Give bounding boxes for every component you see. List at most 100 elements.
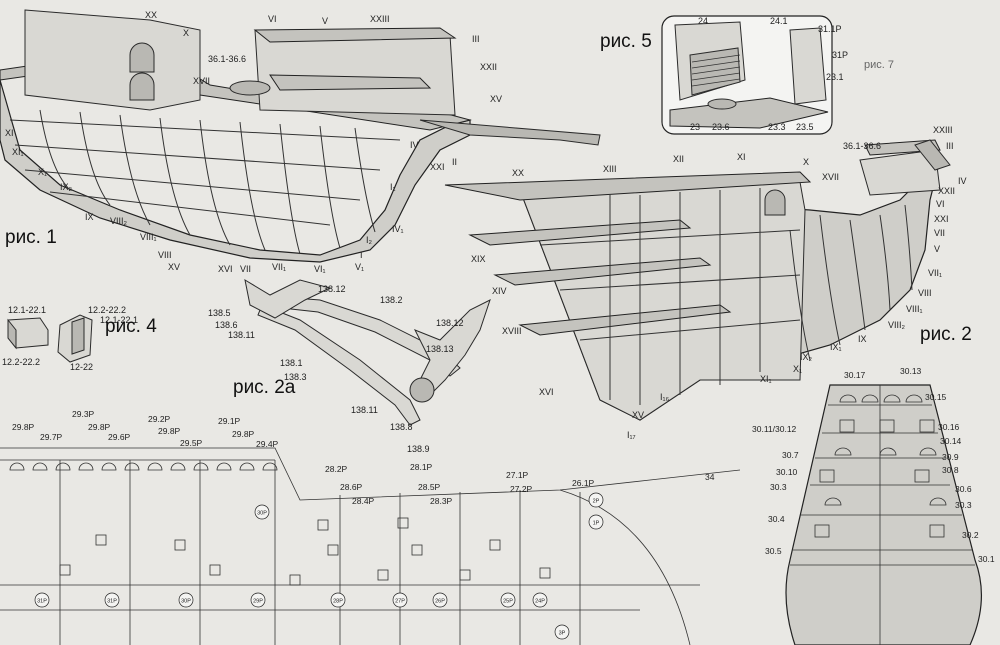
plan-label: 28.6P bbox=[340, 482, 363, 492]
plan-marker-label: 31P bbox=[107, 599, 117, 605]
fig2a-label: 138.6 bbox=[215, 320, 238, 330]
fig4-part-b-face bbox=[71, 317, 85, 355]
fig2a-label: 138.11 bbox=[351, 405, 378, 415]
fig2-hull-ribs bbox=[789, 204, 913, 361]
fig1-label: I bbox=[360, 250, 363, 260]
fig5-label: 23.3 bbox=[768, 122, 786, 132]
fig2-label: X₁ bbox=[793, 364, 802, 374]
fig2a-stem-part bbox=[244, 278, 491, 426]
fig1-label: IX₂ bbox=[60, 182, 73, 192]
fig1-label: X₁ bbox=[38, 167, 47, 177]
fig1-label: XI₁ bbox=[12, 147, 24, 157]
plan-marker-circle bbox=[500, 592, 516, 608]
fig2-label: X bbox=[803, 157, 809, 167]
fig2a-label: 138.11 bbox=[228, 330, 255, 340]
fig4-label: 12.1-22.1 bbox=[8, 305, 46, 315]
stern-label: 30.17 bbox=[844, 370, 866, 380]
stern-label: 30.5 bbox=[765, 546, 782, 556]
plan-marker-label: 25P bbox=[503, 599, 513, 605]
fig2-title: рис. 2 bbox=[920, 324, 972, 345]
fig2-stern-frame bbox=[519, 181, 806, 421]
fig4-label: 12.1-22.1 bbox=[100, 315, 138, 325]
plan-marker-label: 28P bbox=[333, 599, 343, 605]
fig2-label: VIII bbox=[918, 288, 932, 298]
fig1-label: III bbox=[472, 34, 480, 44]
stern-label: 30.6 bbox=[955, 484, 972, 494]
plan-marker-label: 2P bbox=[593, 499, 600, 505]
plan-port-arch bbox=[9, 462, 25, 471]
plan-marker-circle bbox=[250, 592, 266, 608]
fig2-label: IX₁ bbox=[830, 342, 842, 352]
fig2-label: XVIII bbox=[502, 326, 522, 336]
fig5-title: рис. 5 bbox=[600, 31, 652, 52]
fig1-stern-castle bbox=[24, 9, 201, 111]
plan-label: 29.1P bbox=[218, 416, 241, 426]
plan-port-square bbox=[411, 544, 423, 556]
plan-label: 29.8P bbox=[88, 422, 111, 432]
fig2-label: XIX bbox=[471, 254, 486, 264]
fig2a-label: 138.2 bbox=[380, 295, 403, 305]
plan-marker-circle bbox=[554, 624, 570, 640]
fig5-grating bbox=[689, 47, 741, 96]
plan-verticals bbox=[59, 460, 581, 645]
fig2-label: VIII₁ bbox=[906, 304, 923, 314]
fig2a-label: 138.5 bbox=[208, 308, 231, 318]
stern-ornament bbox=[834, 447, 852, 456]
fig2a-label: 138.12 bbox=[318, 284, 346, 294]
fig1-label: XV bbox=[168, 262, 180, 272]
plan-label: 28.2P bbox=[325, 464, 348, 474]
fig5-side-post bbox=[789, 27, 827, 105]
fig1-label: XXIII bbox=[370, 14, 390, 24]
fig2-label: XXIII bbox=[933, 125, 953, 135]
plan-port-arch bbox=[216, 462, 232, 471]
fig2-deck-4 bbox=[518, 304, 732, 336]
plan-label: 29.3P bbox=[72, 409, 95, 419]
plan-marker-circle bbox=[34, 592, 50, 608]
plan-label: 27.2P bbox=[510, 484, 533, 494]
fig2-hull-frame bbox=[444, 139, 951, 421]
plan-rail-top bbox=[0, 447, 741, 501]
stern-label: 30.1 bbox=[978, 554, 995, 564]
plan-marker-label: 30P bbox=[257, 511, 267, 517]
fig2-label: VI bbox=[936, 199, 945, 209]
plan-label: 29.4P bbox=[256, 439, 279, 449]
plan-port-arch bbox=[239, 462, 255, 471]
plan-marker-circle bbox=[104, 592, 120, 608]
plan-marker-circle bbox=[432, 592, 448, 608]
plan-port-arch bbox=[147, 462, 163, 471]
plan-marker-circle bbox=[588, 514, 604, 530]
stern-label: 30.3 bbox=[955, 500, 972, 510]
fig1-label: XXII bbox=[480, 62, 497, 72]
fig1-label: I₁ bbox=[390, 182, 396, 192]
fig5-label: 23.6 bbox=[712, 122, 730, 132]
plan-marker-label: 31P bbox=[37, 599, 47, 605]
fig1-label: XV bbox=[490, 94, 502, 104]
fig2-cell-lines bbox=[539, 188, 801, 405]
stern-levels bbox=[790, 404, 975, 566]
plan-port-square bbox=[327, 544, 339, 556]
stern-window bbox=[879, 419, 895, 433]
plan-marker-label: 29P bbox=[253, 599, 263, 605]
fig5-grating-lines bbox=[691, 54, 741, 87]
fig5-label: 24 bbox=[698, 16, 708, 26]
plan-port-arch bbox=[193, 462, 209, 471]
plan-marker-circle bbox=[588, 492, 604, 508]
plan-label: 28.1P bbox=[410, 462, 433, 472]
stern-label: 30.14 bbox=[940, 436, 962, 446]
fig1-forecastle-top bbox=[253, 27, 457, 43]
fig5-label: 23 bbox=[690, 122, 700, 132]
stern-label: 30.15 bbox=[925, 392, 947, 402]
plan-label: 29.8P bbox=[12, 422, 35, 432]
fig1-mid-deck bbox=[269, 74, 432, 91]
plan-label: 29.6P bbox=[108, 432, 131, 442]
fig4-parts bbox=[7, 314, 93, 363]
fragment-text: рис. 7 bbox=[864, 59, 894, 71]
fig4-title: рис. 4 bbox=[105, 316, 157, 337]
plan-port-square bbox=[95, 534, 107, 546]
plan-label: 34 bbox=[705, 472, 715, 482]
fig1-forecastle bbox=[254, 29, 456, 116]
plan-label: 28.3P bbox=[430, 496, 453, 506]
fig1-frame-ribs bbox=[39, 109, 376, 255]
plan-label: 29.7P bbox=[40, 432, 63, 442]
